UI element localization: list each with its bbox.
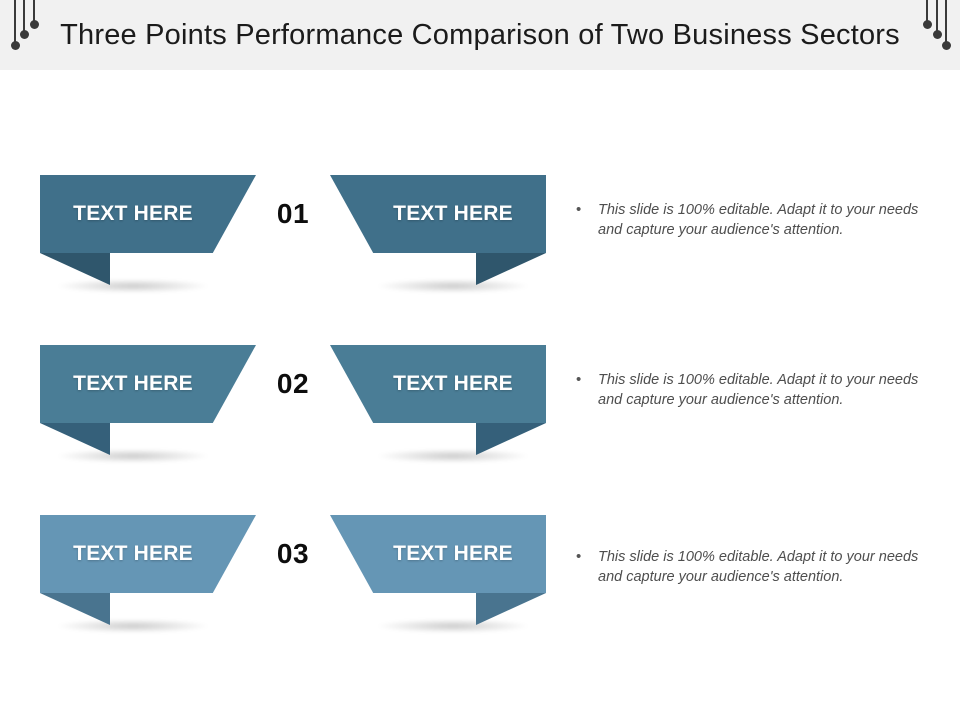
step-3-description-text: This slide is 100% editable. Adapt it to… xyxy=(598,549,919,585)
banner-shadow xyxy=(378,619,528,633)
step-row-3: TEXT HERE 03 TEXT HERE • This slide is 1… xyxy=(0,515,960,675)
pin-lines-icon-left xyxy=(11,0,46,58)
step-2-description-text: This slide is 100% editable. Adapt it to… xyxy=(598,372,919,408)
step-1-right-banner[interactable]: TEXT HERE xyxy=(330,175,546,293)
step-3-right-label: TEXT HERE xyxy=(393,542,513,565)
step-3-description: • This slide is 100% editable. Adapt it … xyxy=(576,547,928,587)
step-1-left-banner[interactable]: TEXT HERE xyxy=(40,175,256,293)
banner-shadow xyxy=(58,449,208,463)
banner-shadow xyxy=(378,449,528,463)
banner-body xyxy=(330,515,546,593)
step-2-right-banner[interactable]: TEXT HERE xyxy=(330,345,546,463)
bullet-icon: • xyxy=(576,371,582,388)
step-1-number: 01 xyxy=(276,198,310,229)
step-row-2: TEXT HERE 02 TEXT HERE • This slide is 1… xyxy=(0,345,960,505)
step-1-left-label: TEXT HERE xyxy=(73,202,193,225)
steps-container: TEXT HERE 01 TEXT HERE • This slide is 1… xyxy=(0,70,960,720)
step-3-number: 03 xyxy=(276,538,310,569)
banner-body xyxy=(330,345,546,423)
banner-shadow xyxy=(58,619,208,633)
step-1-right-label: TEXT HERE xyxy=(393,202,513,225)
slide-header: Three Points Performance Comparison of T… xyxy=(0,0,960,70)
banner-body xyxy=(330,175,546,253)
step-1-description: • This slide is 100% editable. Adapt it … xyxy=(576,200,928,240)
step-3-left-banner[interactable]: TEXT HERE xyxy=(40,515,256,633)
step-1-description-text: This slide is 100% editable. Adapt it to… xyxy=(598,202,919,238)
step-2-number: 02 xyxy=(276,368,310,399)
step-3-right-banner[interactable]: TEXT HERE xyxy=(330,515,546,633)
bullet-icon: • xyxy=(576,548,582,565)
banner-body xyxy=(40,515,256,593)
step-2-description: • This slide is 100% editable. Adapt it … xyxy=(576,370,928,410)
pin-lines-icon-right xyxy=(914,0,951,58)
step-2-right-label: TEXT HERE xyxy=(393,372,513,395)
banner-shadow xyxy=(58,279,208,293)
step-row-1: TEXT HERE 01 TEXT HERE • This slide is 1… xyxy=(0,175,960,335)
banner-body xyxy=(40,175,256,253)
step-3-left-label: TEXT HERE xyxy=(73,542,193,565)
banner-body xyxy=(40,345,256,423)
banner-shadow xyxy=(378,279,528,293)
step-2-left-banner[interactable]: TEXT HERE xyxy=(40,345,256,463)
bullet-icon: • xyxy=(576,201,582,218)
step-2-left-label: TEXT HERE xyxy=(73,372,193,395)
page-title: Three Points Performance Comparison of T… xyxy=(60,18,900,51)
